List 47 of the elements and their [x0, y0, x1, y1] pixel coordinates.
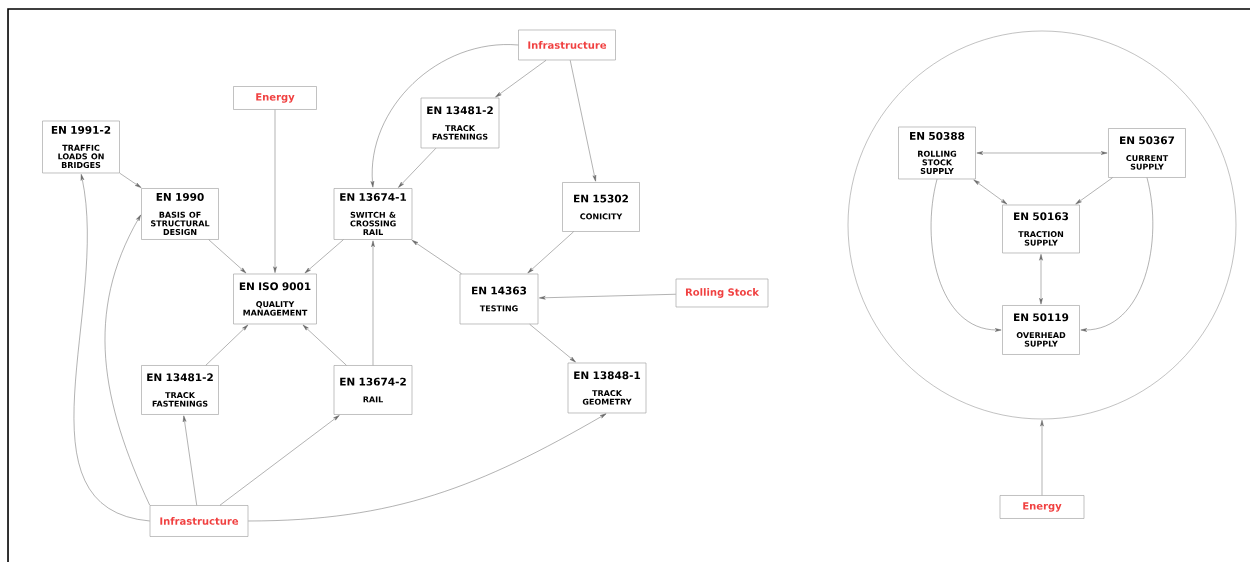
- category-box: Energy: [233, 86, 317, 110]
- standard-box: EN 50163 TRACTION SUPPLY: [1002, 204, 1080, 254]
- standard-box: EN 13481-2 TRACK FASTENINGS: [141, 365, 219, 415]
- category-box: Infrastructure: [149, 505, 249, 537]
- standard-box: EN 13674-2 RAIL: [333, 365, 413, 415]
- arrow: [1080, 177, 1154, 332]
- standard-box: EN 15302 CONICITY: [562, 182, 640, 232]
- arrow: [973, 179, 1008, 205]
- standard-box: EN 1990 BASIS OF STRUCTURAL DESIGN: [141, 188, 219, 240]
- standard-box: EN 50388 ROLLING STOCK SUPPLY: [898, 126, 976, 180]
- category-box: Infrastructure: [518, 29, 616, 61]
- arrow: [304, 239, 344, 274]
- standard-box: EN 50367 CURRENT SUPPLY: [1108, 128, 1186, 178]
- arrow: [182, 415, 197, 506]
- standard-box: EN 14363 TESTING: [459, 273, 539, 325]
- arrow: [411, 240, 462, 274]
- arrow: [1040, 420, 1044, 496]
- arrow: [219, 415, 340, 506]
- arrow: [370, 44, 519, 188]
- arrow: [529, 324, 576, 363]
- arrow: [527, 231, 574, 274]
- standard-box: EN ISO 9001 QUALITY MANAGEMENT: [233, 273, 317, 325]
- arrow: [119, 173, 142, 188]
- arrow: [495, 60, 547, 98]
- standard-box: EN 13674-1 SWITCH & CROSSING RAIL: [333, 188, 413, 240]
- arrow: [976, 151, 1108, 155]
- standard-box: EN 1991-2 TRAFFIC LOADS ON BRIDGES: [42, 120, 120, 174]
- arrow: [208, 239, 247, 274]
- category-box: Energy: [999, 495, 1085, 519]
- group-circle: [847, 30, 1237, 420]
- arrow: [104, 214, 150, 506]
- standard-box: EN 13481-2 TRACK FASTENINGS: [420, 97, 500, 149]
- standard-box: EN 13848-1 TRACK GEOMETRY: [567, 362, 647, 414]
- arrow: [539, 294, 676, 300]
- arrow: [73, 174, 150, 522]
- arrow: [273, 109, 277, 273]
- arrow: [205, 324, 249, 366]
- arrow: [248, 413, 607, 522]
- arrow: [371, 240, 375, 366]
- arrow: [930, 179, 1002, 332]
- arrow: [302, 324, 347, 366]
- standard-box: EN 50119 OVERHEAD SUPPLY: [1002, 305, 1080, 355]
- arrow: [1075, 177, 1113, 205]
- category-box: Rolling Stock: [675, 278, 769, 308]
- arrow: [569, 60, 597, 182]
- arrow: [398, 148, 437, 188]
- arrow: [1039, 254, 1043, 305]
